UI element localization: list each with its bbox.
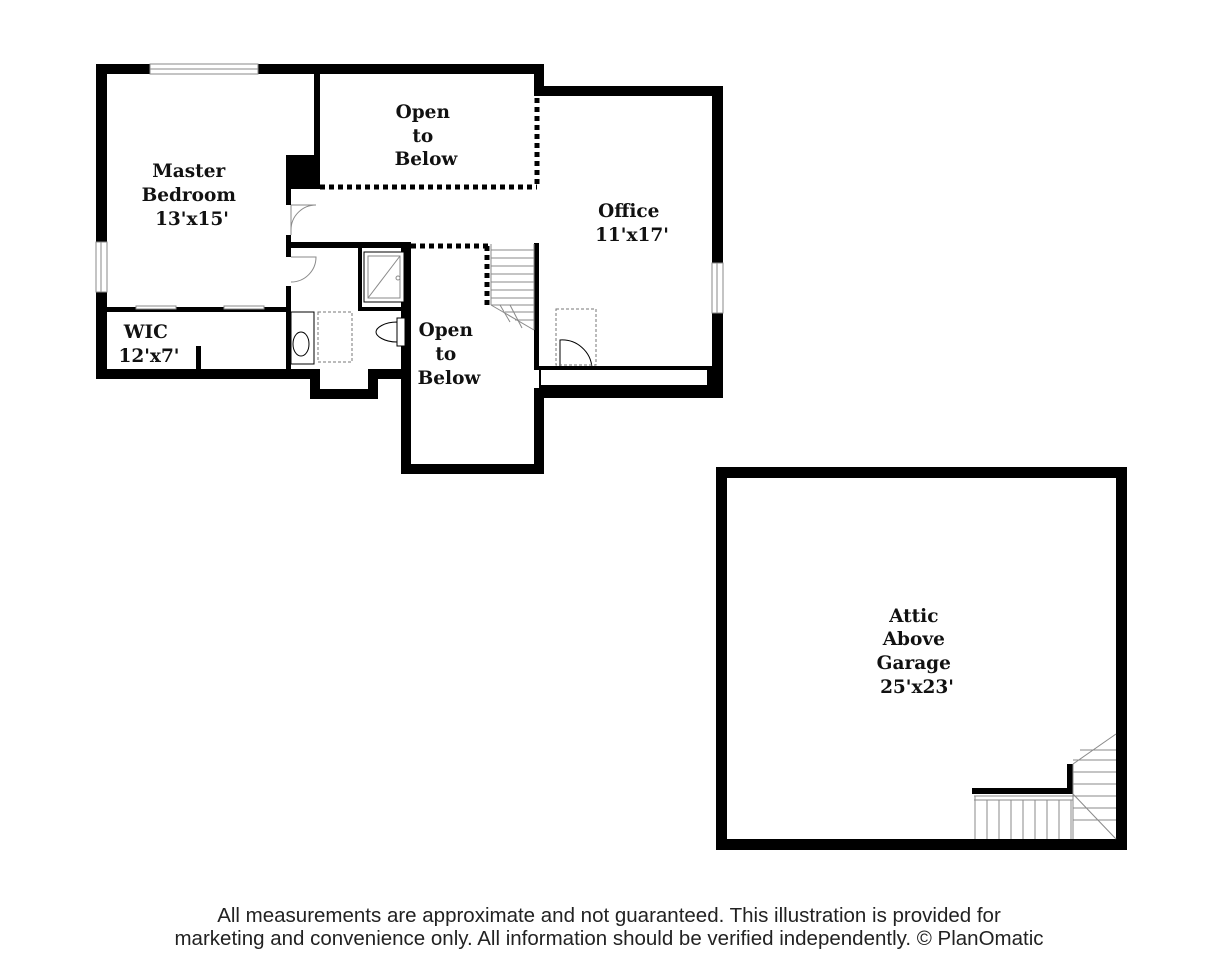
open-to-below-mid-line1: Open xyxy=(419,320,474,341)
office-size: 11'x17' xyxy=(595,225,669,246)
wic-label: WIC 12'x7' xyxy=(119,322,180,367)
master-bedroom-name-line2: Bedroom xyxy=(142,185,237,206)
disclaimer-line2: marketing and convenience only. All info… xyxy=(174,927,1044,950)
wic-size: 12'x7' xyxy=(119,346,180,367)
wic-name: WIC xyxy=(123,322,168,343)
open-to-below-top-label: Open to Below xyxy=(395,102,459,170)
windows xyxy=(95,63,724,314)
open-edges xyxy=(320,98,540,305)
office-label: Office 11'x17' xyxy=(595,201,669,246)
bathroom-fixtures xyxy=(290,251,406,365)
stairs-upper xyxy=(490,244,535,331)
disclaimer: All measurements are approximate and not… xyxy=(0,904,1218,950)
attic-floor-plan: Attic Above Garage 25'x23' xyxy=(716,467,1127,850)
open-to-below-top-line3: Below xyxy=(395,149,459,170)
attic-size: 25'x23' xyxy=(880,677,954,698)
open-to-below-mid-line2: to xyxy=(435,344,456,365)
stairs-attic xyxy=(974,733,1117,840)
open-to-below-mid-line3: Below xyxy=(418,368,482,389)
open-to-below-top-line2: to xyxy=(412,126,433,147)
attic-label: Attic Above Garage 25'x23' xyxy=(877,606,958,698)
attic-line2: Above xyxy=(882,629,945,650)
attic-line3: Garage xyxy=(877,653,951,674)
open-to-below-top-line1: Open xyxy=(396,102,451,123)
office-name: Office xyxy=(598,201,659,222)
master-bedroom-name-line1: Master xyxy=(152,161,225,182)
attic-line1: Attic xyxy=(888,606,938,627)
master-bedroom-label: Master Bedroom 13'x15' xyxy=(142,161,243,230)
doors xyxy=(135,204,597,369)
interior-walls xyxy=(107,74,714,388)
open-to-below-mid-label: Open to Below xyxy=(418,320,482,389)
exterior-walls xyxy=(96,64,723,474)
master-bedroom-size: 13'x15' xyxy=(155,209,229,230)
upper-floor-plan: Master Bedroom 13'x15' Open to Below Off… xyxy=(95,63,724,474)
disclaimer-line1: All measurements are approximate and not… xyxy=(217,904,1001,927)
